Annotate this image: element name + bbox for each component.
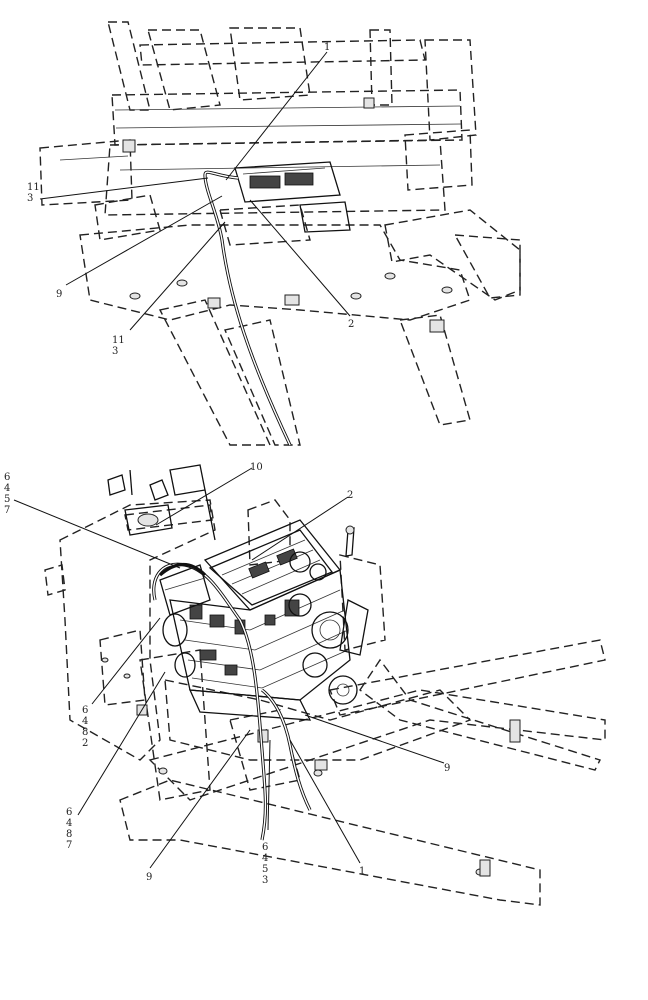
callout-line: 4 bbox=[82, 716, 88, 727]
callout-line: 3 bbox=[262, 875, 268, 886]
callout-line: 3 bbox=[27, 193, 33, 204]
callout-line: 2 bbox=[348, 319, 354, 330]
bottom-view-frame bbox=[44, 464, 606, 906]
engine-block bbox=[159, 519, 369, 721]
callout-line: 9 bbox=[444, 763, 450, 774]
callout-line: 11 bbox=[112, 335, 125, 346]
callout-line: 1 bbox=[359, 866, 365, 877]
callout-line: 4 bbox=[4, 483, 10, 494]
callout-line: 2 bbox=[347, 490, 353, 501]
bottom-callout-9-right: 9 bbox=[444, 763, 450, 774]
callout-line: 8 bbox=[66, 829, 72, 840]
bottom-callout-9-left: 9 bbox=[146, 872, 152, 883]
callout-line: 6 bbox=[66, 807, 72, 818]
callout-line: 2 bbox=[82, 738, 88, 749]
callout-line: 3 bbox=[112, 346, 118, 357]
callout-line: 6 bbox=[4, 472, 10, 483]
callout-line: 5 bbox=[262, 864, 268, 875]
callout-line: 11 bbox=[27, 182, 40, 193]
callout-line: 7 bbox=[66, 840, 72, 851]
callout-line: 9 bbox=[146, 872, 152, 883]
callout-line: 6 bbox=[82, 705, 88, 716]
top-callout-2: 2 bbox=[348, 319, 354, 330]
callout-line: 7 bbox=[4, 505, 10, 516]
callout-line: 9 bbox=[56, 289, 62, 300]
top-view-leaders bbox=[39, 51, 351, 331]
callout-line: 4 bbox=[262, 853, 268, 864]
callout-line: 1 bbox=[324, 42, 330, 53]
bottom-callout-10: 10 bbox=[250, 462, 263, 473]
bottom-view-leaders bbox=[13, 467, 445, 869]
callout-line: 4 bbox=[66, 818, 72, 829]
bottom-callout-1: 1 bbox=[359, 866, 365, 877]
bottom-callout-2: 2 bbox=[347, 490, 353, 501]
callout-line: 10 bbox=[250, 462, 263, 473]
callout-line: 5 bbox=[4, 494, 10, 505]
top-callout-9: 9 bbox=[56, 289, 62, 300]
callout-line: 6 bbox=[262, 842, 268, 853]
callout-line: 8 bbox=[82, 727, 88, 738]
top-callout-1: 1 bbox=[324, 42, 330, 53]
top-view-frame bbox=[39, 21, 521, 446]
